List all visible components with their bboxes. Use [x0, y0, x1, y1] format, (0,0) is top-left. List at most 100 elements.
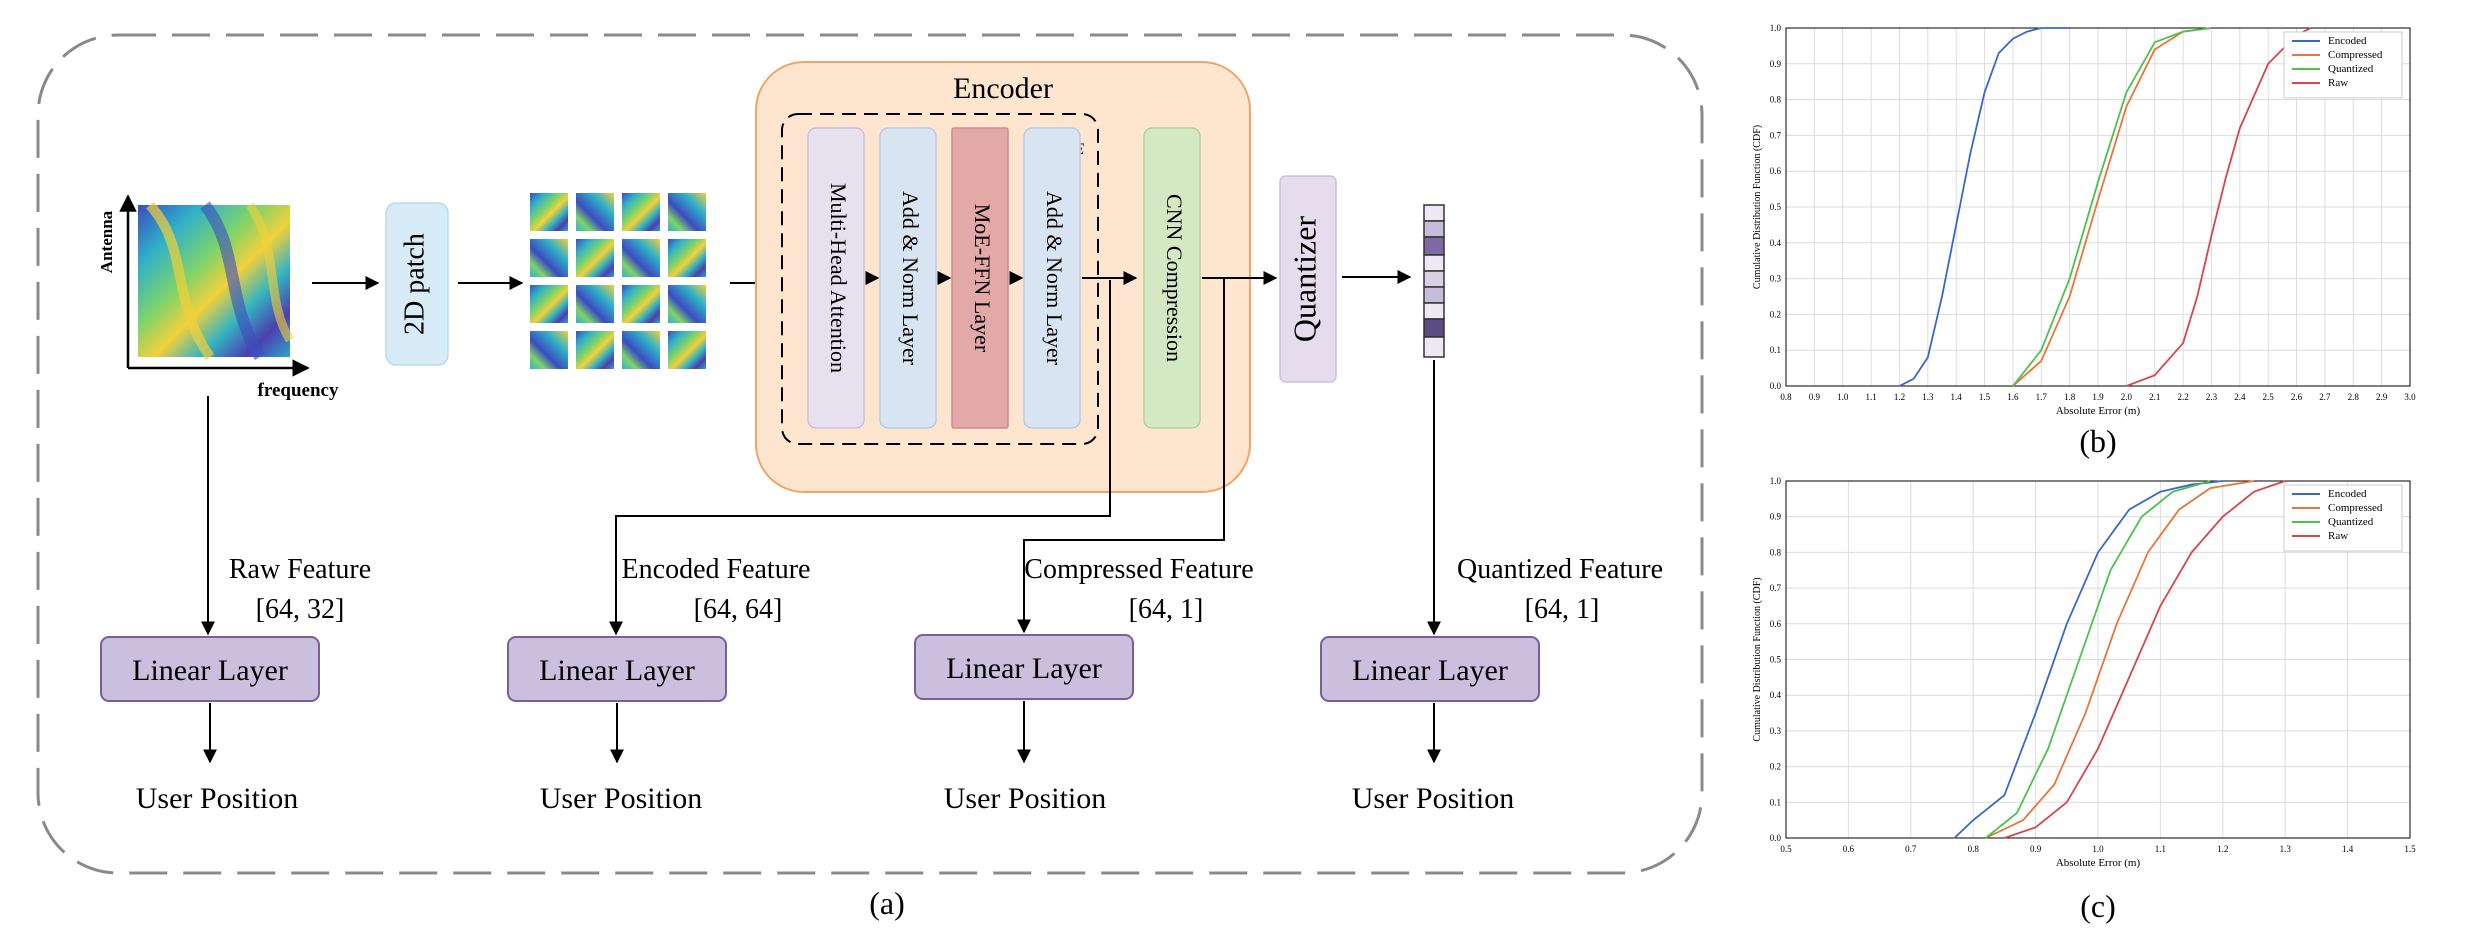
- patch-block: [385, 202, 449, 366]
- y-tick-label: 0.9: [1770, 59, 1782, 69]
- y-tick-label: 0.0: [1770, 833, 1782, 843]
- architecture-diagram: Antenna frequency 2D patch Encoder ×NE M…: [36, 33, 1704, 921]
- panel-caption: (b): [2079, 423, 2116, 459]
- x-tick-label: 1.8: [2064, 392, 2076, 402]
- y-axis-label: Cumulative Distribution Function (CDF): [1752, 125, 1763, 289]
- linear-layer-2: [507, 636, 727, 702]
- antenna-axis-label: Antenna: [97, 210, 116, 273]
- user-position-3: User Position: [944, 782, 1107, 815]
- linear-layer-3-label: Linear Layer: [946, 652, 1102, 685]
- y-tick-label: 0.2: [1770, 762, 1781, 772]
- y-tick-label: 0.1: [1770, 345, 1781, 355]
- repeat-dashed-box: [781, 113, 1099, 445]
- legend-label: Raw: [2328, 530, 2348, 542]
- y-tick-label: 0.5: [1770, 202, 1782, 212]
- x-tick-label: 1.1: [1865, 392, 1876, 402]
- linear-layer-1: [100, 636, 320, 702]
- patch-grid: [530, 193, 706, 369]
- x-tick-label: 0.5: [1780, 844, 1792, 854]
- legend-label: Raw: [2328, 77, 2348, 89]
- legend-label: Compressed: [2328, 49, 2383, 61]
- compressed-feature-shape: [64, 1]: [1129, 594, 1204, 625]
- plot-frame: [1785, 480, 2411, 839]
- x-tick-label: 1.4: [2342, 844, 2354, 854]
- legend-box: [2283, 484, 2403, 552]
- series-line-raw: [2004, 480, 2286, 839]
- x-tick-label: 1.2: [1894, 392, 1905, 402]
- x-tick-label: 1.2: [2217, 844, 2228, 854]
- y-tick-label: 0.4: [1770, 690, 1782, 700]
- x-axis-label: Absolute Error (m): [2056, 857, 2141, 869]
- linear-layer-4-label: Linear Layer: [1352, 654, 1508, 687]
- x-tick-label: 2.1: [2149, 392, 2160, 402]
- linear-layer-4: [1320, 636, 1540, 702]
- frequency-axis-label: frequency: [258, 380, 339, 401]
- series-line-encoded: [1953, 480, 2223, 839]
- legend-label: Encoded: [2328, 488, 2367, 500]
- cnn-label: CNN Compression: [1162, 194, 1187, 362]
- x-tick-label: 1.7: [2036, 392, 2048, 402]
- series-line-encoded: [1899, 27, 2070, 387]
- series-line-compressed: [1985, 480, 2255, 839]
- y-tick-label: 0.9: [1770, 512, 1782, 522]
- x-tick-label: 1.9: [2092, 392, 2104, 402]
- quantized-feature-shape: [64, 1]: [1525, 594, 1600, 625]
- y-tick-label: 0.7: [1770, 130, 1782, 140]
- cnn-block: [1143, 127, 1201, 429]
- x-axis-label: Absolute Error (m): [2056, 405, 2141, 417]
- x-tick-label: 1.6: [2007, 392, 2019, 402]
- encoded-feature-label: Encoded Feature: [622, 554, 811, 585]
- linear-layer-3: [914, 634, 1134, 700]
- series-line-quantized: [2012, 27, 2212, 387]
- raw-feature-shape: [64, 32]: [256, 594, 345, 625]
- legend-box: [2283, 31, 2403, 99]
- x-tick-label: 2.2: [2177, 392, 2188, 402]
- y-tick-label: 0.7: [1770, 583, 1782, 593]
- x-tick-label: 2.5: [2263, 392, 2275, 402]
- quantizer-block: [1279, 175, 1337, 383]
- x-tick-label: 1.0: [1837, 392, 1849, 402]
- quantizer-label: Quantizer: [1286, 216, 1322, 343]
- y-tick-label: 0.6: [1770, 166, 1782, 176]
- addnorm2-block: [1023, 127, 1081, 429]
- x-tick-label: 0.7: [1905, 844, 1917, 854]
- user-position-1: User Position: [136, 782, 299, 815]
- y-tick-label: 0.3: [1770, 274, 1782, 284]
- x-tick-label: 1.5: [1979, 392, 1991, 402]
- series-line-raw: [2126, 27, 2312, 387]
- x-tick-label: 0.9: [1809, 392, 1821, 402]
- outer-dashed-frame: [36, 33, 1704, 875]
- y-axis-label: Cumulative Distribution Function (CDF): [1752, 577, 1763, 741]
- mha-block: [807, 127, 865, 429]
- x-tick-label: 3.0: [2404, 392, 2416, 402]
- linear-layer-1-label: Linear Layer: [132, 654, 288, 687]
- channel-heatmap: [138, 201, 294, 361]
- mha-label: Multi-Head Attention: [826, 183, 851, 373]
- series-line-compressed: [2012, 27, 2212, 387]
- encoder-title: Encoder: [953, 72, 1053, 105]
- addnorm1-label: Add & Norm Layer: [898, 191, 923, 366]
- linear-layer-2-label: Linear Layer: [539, 654, 695, 687]
- x-tick-label: 1.3: [1922, 392, 1934, 402]
- addnorm2-label: Add & Norm Layer: [1042, 191, 1067, 366]
- addnorm1-block: [879, 127, 937, 429]
- legend-label: Encoded: [2328, 35, 2367, 47]
- caption-a: (a): [869, 885, 905, 921]
- raw-feature-label: Raw Feature: [229, 554, 371, 585]
- panel-caption: (c): [2080, 888, 2116, 924]
- compressed-feature-label: Compressed Feature: [1024, 554, 1253, 585]
- quantized-vector: [1423, 204, 1445, 358]
- x-tick-label: 0.6: [1843, 844, 1855, 854]
- x-tick-label: 1.4: [1951, 392, 1963, 402]
- x-tick-label: 2.3: [2206, 392, 2218, 402]
- plot-frame: [1785, 27, 2411, 387]
- patch-label: 2D patch: [399, 233, 430, 335]
- y-tick-label: 0.6: [1770, 619, 1782, 629]
- y-tick-label: 0.8: [1770, 95, 1782, 105]
- y-tick-label: 0.8: [1770, 547, 1782, 557]
- user-position-2: User Position: [540, 782, 703, 815]
- x-tick-label: 1.3: [2280, 844, 2292, 854]
- x-tick-label: 0.8: [1780, 392, 1792, 402]
